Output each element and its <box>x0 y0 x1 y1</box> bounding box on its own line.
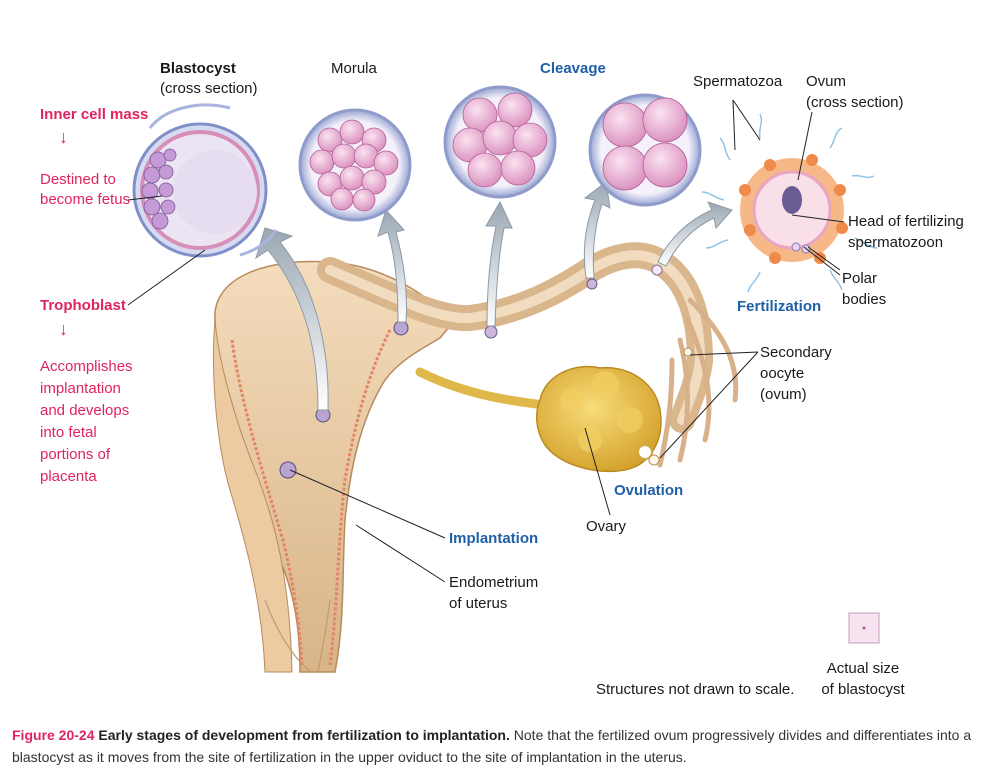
implantation-label: Implantation <box>449 530 539 547</box>
blastocyst-label: Blastocyst <box>160 60 236 77</box>
destined-label-2: become fetus <box>40 191 131 208</box>
morula-illustration <box>298 108 412 222</box>
progression-arrows <box>255 181 733 411</box>
arrow-down-icon: ↓ <box>59 319 68 339</box>
ovum-label: Ovum <box>806 73 847 90</box>
ovulation-label: Ovulation <box>614 482 684 499</box>
accomplishes-label-4: into fetal <box>40 424 97 441</box>
arrow-down-icon: ↓ <box>59 127 68 147</box>
actual-size-label-2: of blastocyst <box>821 681 905 698</box>
cleavage-label: Cleavage <box>540 60 606 77</box>
polar-label-1: Polar <box>842 270 878 287</box>
diagram-illustration <box>127 85 880 673</box>
endometrium-label-2: of uterus <box>449 595 508 612</box>
figure-caption: Figure 20-24 Early stages of development… <box>12 724 980 768</box>
not-to-scale-note: Structures not drawn to scale. <box>596 681 795 698</box>
actual-size-label-1: Actual size <box>826 660 900 677</box>
secondary-oocyte-label-1: Secondary <box>760 344 832 361</box>
accomplishes-label-2: implantation <box>40 380 121 397</box>
ovary-label: Ovary <box>586 518 627 535</box>
fertilized-ovum-illustration <box>701 113 878 293</box>
ovary <box>415 365 662 472</box>
accomplishes-label-6: placenta <box>40 468 97 485</box>
head-label-1: Head of fertilizing <box>848 213 964 230</box>
secondary-oocyte-label-2: oocyte <box>760 365 805 382</box>
destined-label-1: Destined to <box>40 171 116 188</box>
cleavage-8cell-illustration <box>443 85 557 199</box>
cleavage-4cell-illustration <box>588 93 702 207</box>
fertilization-label: Fertilization <box>737 298 822 315</box>
head-label-2: spermatozoon <box>848 234 944 251</box>
uterus <box>212 260 457 673</box>
accomplishes-label-3: and develops <box>40 402 130 419</box>
trophoblast-label: Trophoblast <box>40 297 126 314</box>
figure-description: Note that the fertilized ovum progressiv… <box>12 727 972 765</box>
endometrium-label-1: Endometrium <box>449 574 539 591</box>
polar-label-2: bodies <box>842 291 887 308</box>
oviduct <box>317 242 739 468</box>
spermatozoa-label: Spermatozoa <box>693 73 783 90</box>
blastocyst-illustration <box>132 103 278 258</box>
actual-size-box <box>848 612 880 644</box>
blastocyst-sub-label: (cross section) <box>160 80 258 97</box>
embryo-path-dots <box>279 264 693 479</box>
figure-title: Early stages of development from fertili… <box>98 727 510 743</box>
accomplishes-label-1: Accomplishes <box>40 358 133 375</box>
figure-number: Figure 20-24 <box>12 727 95 743</box>
accomplishes-label-5: portions of <box>40 446 111 463</box>
inner-cell-mass-label: Inner cell mass <box>40 106 149 123</box>
leader-lines <box>127 99 845 583</box>
ovum-sub-label: (cross section) <box>806 94 904 111</box>
secondary-oocyte-label-3: (ovum) <box>760 386 807 403</box>
morula-label: Morula <box>331 60 377 77</box>
